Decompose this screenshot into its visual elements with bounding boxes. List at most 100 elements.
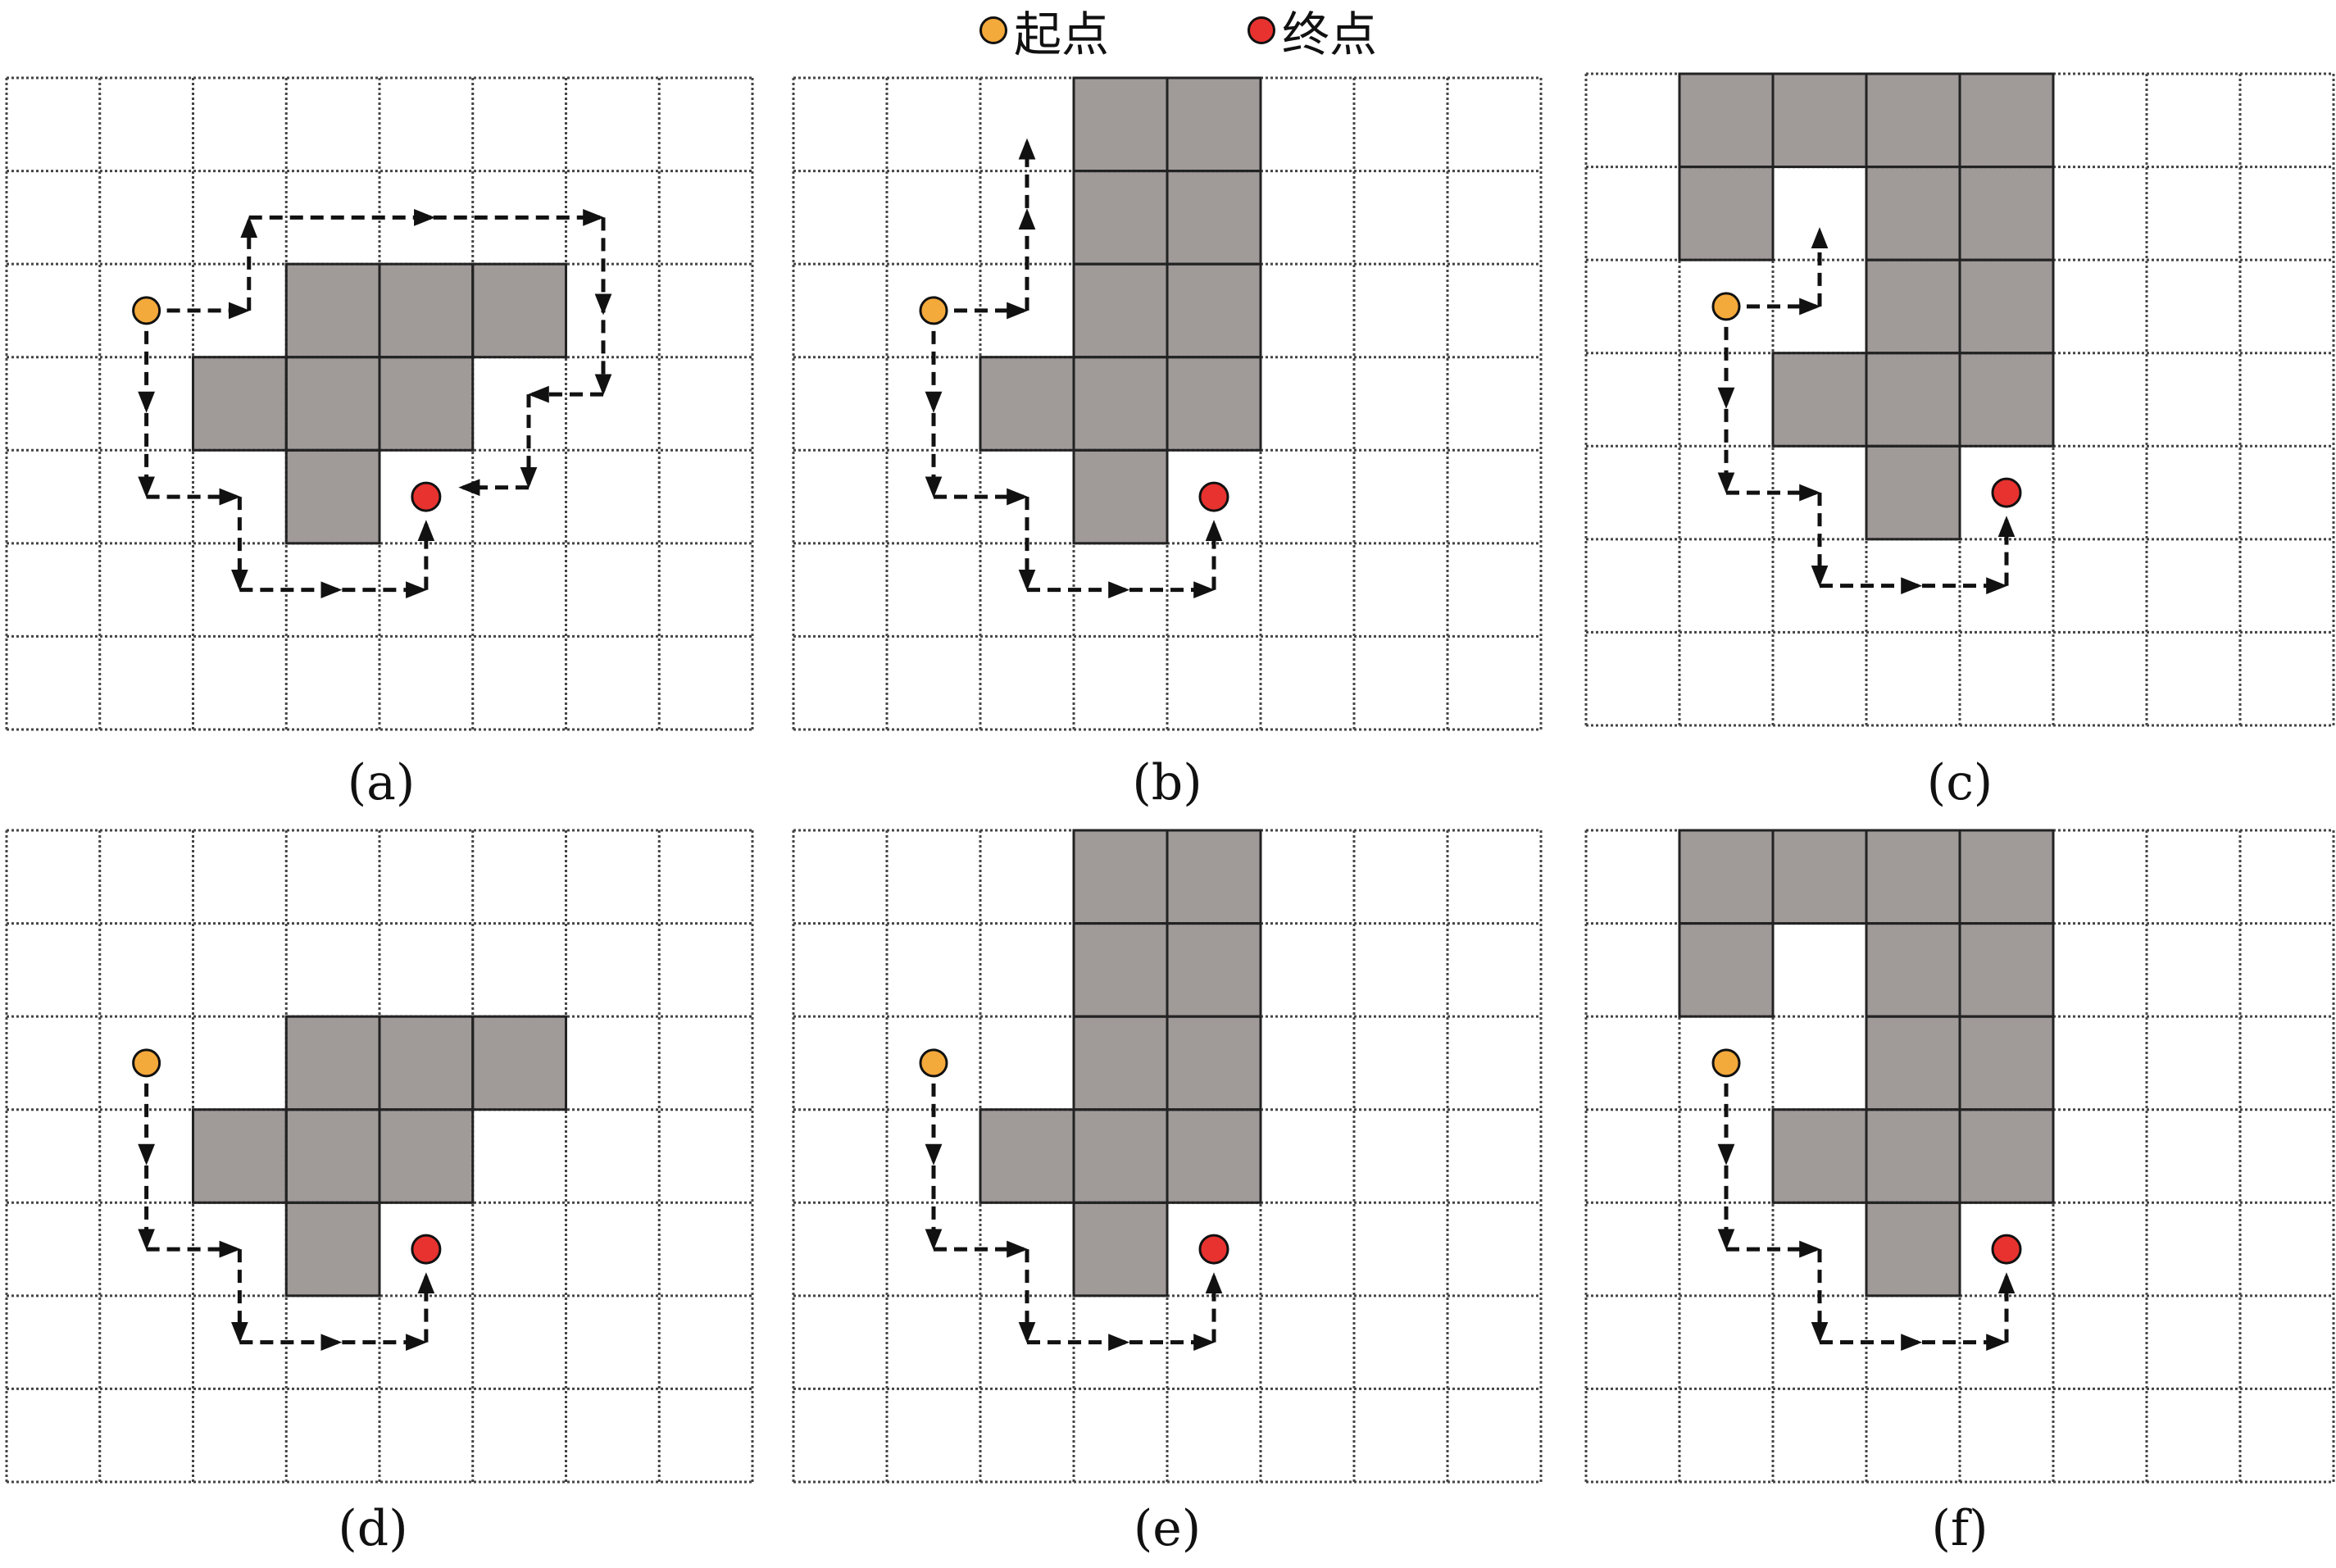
- legend-end-label: 终点: [1282, 7, 1378, 62]
- obstacle-outline: [1678, 166, 1775, 261]
- start-point-icon: [132, 296, 161, 325]
- obstacle-cell: [1773, 1109, 1866, 1203]
- obstacle-cell: [1074, 830, 1167, 924]
- obstacle-outline: [378, 356, 475, 452]
- obstacle-outline: [284, 1201, 381, 1298]
- panel-caption-b: (b): [1132, 754, 1202, 811]
- obstacle-cell: [1679, 923, 1773, 1017]
- end-point-icon: [1248, 16, 1275, 44]
- obstacle-cell: [1074, 264, 1167, 357]
- obstacle-outline: [1865, 1201, 1961, 1298]
- obstacle-cell: [1773, 830, 1866, 924]
- obstacle-outline: [1865, 444, 1961, 541]
- obstacle-cell: [1866, 446, 1960, 539]
- panel-caption-f: (f): [1931, 1500, 1988, 1557]
- end-point-icon: [1198, 481, 1229, 512]
- obstacle-outline: [1072, 448, 1169, 545]
- obstacle-cell: [472, 264, 566, 357]
- obstacle-cell: [379, 1109, 473, 1203]
- obstacle-outline: [1958, 352, 2055, 448]
- obstacle-cell: [1866, 1109, 1960, 1203]
- obstacle-cell: [1167, 1109, 1261, 1203]
- obstacle-cell: [193, 1109, 287, 1203]
- obstacle-cell: [1074, 1202, 1167, 1296]
- panel-caption-a: (a): [347, 754, 416, 811]
- obstacle-outline: [1166, 356, 1262, 452]
- grid-panel-d: [5, 829, 754, 1484]
- obstacle-cell: [379, 264, 473, 357]
- end-point-icon: [1991, 1234, 2022, 1265]
- obstacle-cell: [1074, 923, 1167, 1017]
- obstacle-cell: [1866, 830, 1960, 924]
- panel-caption-d: (d): [338, 1500, 408, 1557]
- obstacle-cell: [1773, 352, 1866, 447]
- obstacle-cell: [1866, 1016, 1960, 1110]
- obstacle-outline: [471, 1015, 567, 1111]
- obstacle-cell: [1167, 78, 1261, 171]
- end-point-icon: [1991, 477, 2022, 508]
- obstacle-cell: [1866, 1202, 1960, 1296]
- obstacle-cell: [1960, 1109, 2053, 1203]
- obstacle-cell: [1679, 74, 1773, 167]
- obstacle-cell: [286, 1109, 379, 1203]
- obstacle-cell: [193, 357, 287, 451]
- end-point-icon: [1198, 1234, 1229, 1265]
- obstacle-cell: [1074, 357, 1167, 451]
- legend-start-label: 起点: [1014, 7, 1110, 62]
- obstacle-cell: [1679, 830, 1773, 924]
- obstacle-cell: [472, 1016, 566, 1110]
- obstacle-cell: [1074, 170, 1167, 265]
- obstacle-cell: [1960, 166, 2053, 261]
- obstacle-cell: [286, 1016, 379, 1110]
- grid-svg: [792, 829, 1543, 1484]
- obstacle-cell: [379, 1016, 473, 1110]
- end-point-icon: [411, 1234, 442, 1265]
- obstacle-cell: [1074, 1016, 1167, 1110]
- panel-caption-c: (c): [1926, 754, 1993, 811]
- end-point-icon: [411, 481, 442, 512]
- obstacle-cell: [1773, 74, 1866, 167]
- start-point-icon: [1711, 292, 1741, 321]
- obstacle-cell: [286, 1202, 379, 1296]
- grid-svg: [5, 829, 754, 1484]
- legend-end: 终点: [1248, 2, 1377, 62]
- obstacle-outline: [284, 448, 381, 545]
- obstacle-cell: [1167, 357, 1261, 451]
- legend: 起点 终点: [0, 0, 2336, 66]
- start-point-icon: [919, 296, 948, 325]
- obstacle-outline: [1166, 1108, 1262, 1204]
- grid-panel-e: [792, 829, 1543, 1484]
- grid-svg: [1584, 829, 2335, 1484]
- obstacle-cell: [1866, 352, 1960, 447]
- obstacle-cell: [1074, 450, 1167, 543]
- obstacle-cell: [286, 264, 379, 357]
- start-point-icon: [1711, 1048, 1741, 1078]
- obstacle-cell: [1167, 923, 1261, 1017]
- obstacle-cell: [1074, 1109, 1167, 1203]
- obstacle-cell: [1960, 923, 2053, 1017]
- obstacle-outline: [378, 1108, 475, 1204]
- grid-panel-f: [1584, 829, 2335, 1484]
- grid-svg: [5, 76, 754, 731]
- start-point-icon: [132, 1048, 161, 1078]
- panel-caption-e: (e): [1133, 1500, 1202, 1557]
- grid-svg: [1584, 72, 2335, 727]
- obstacle-cell: [1866, 923, 1960, 1017]
- obstacle-cell: [1960, 1016, 2053, 1110]
- grid-panel-a: [5, 76, 754, 731]
- obstacle-cell: [1167, 830, 1261, 924]
- obstacle-cell: [1679, 166, 1773, 261]
- obstacle-cell: [1960, 830, 2053, 924]
- obstacle-cell: [1866, 166, 1960, 261]
- legend-start: 起点: [979, 2, 1109, 62]
- obstacle-cell: [1960, 74, 2053, 167]
- obstacle-cell: [1960, 352, 2053, 447]
- obstacle-cell: [1167, 1016, 1261, 1110]
- start-point-icon: [919, 1048, 948, 1078]
- start-point-icon: [979, 16, 1007, 44]
- obstacle-cell: [1167, 170, 1261, 265]
- obstacle-cell: [286, 357, 379, 451]
- obstacle-cell: [1960, 260, 2053, 353]
- obstacle-cell: [1866, 74, 1960, 167]
- obstacle-cell: [286, 450, 379, 543]
